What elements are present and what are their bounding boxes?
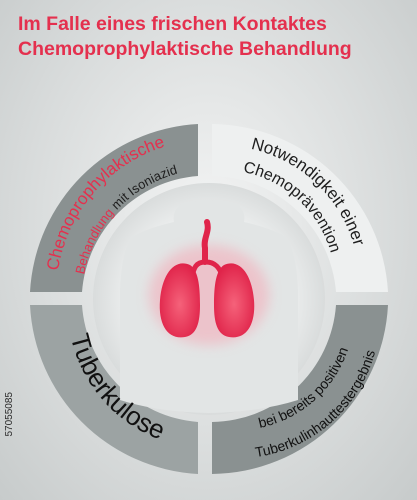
- lungs-icon: [149, 219, 269, 345]
- segment-top-right: [212, 124, 388, 292]
- page-title: Im Falle eines frischen Kontaktes Chemop…: [18, 12, 408, 62]
- watermark-id: 57055085: [4, 392, 15, 437]
- title-line-2: Chemoprophylaktische Behandlung: [18, 38, 352, 60]
- title-line-1: Im Falle eines frischen Kontaktes: [18, 13, 327, 35]
- segment-bottom-right: [212, 305, 388, 474]
- segment-top-left: [30, 124, 198, 292]
- segment-bottom-left: [30, 305, 198, 474]
